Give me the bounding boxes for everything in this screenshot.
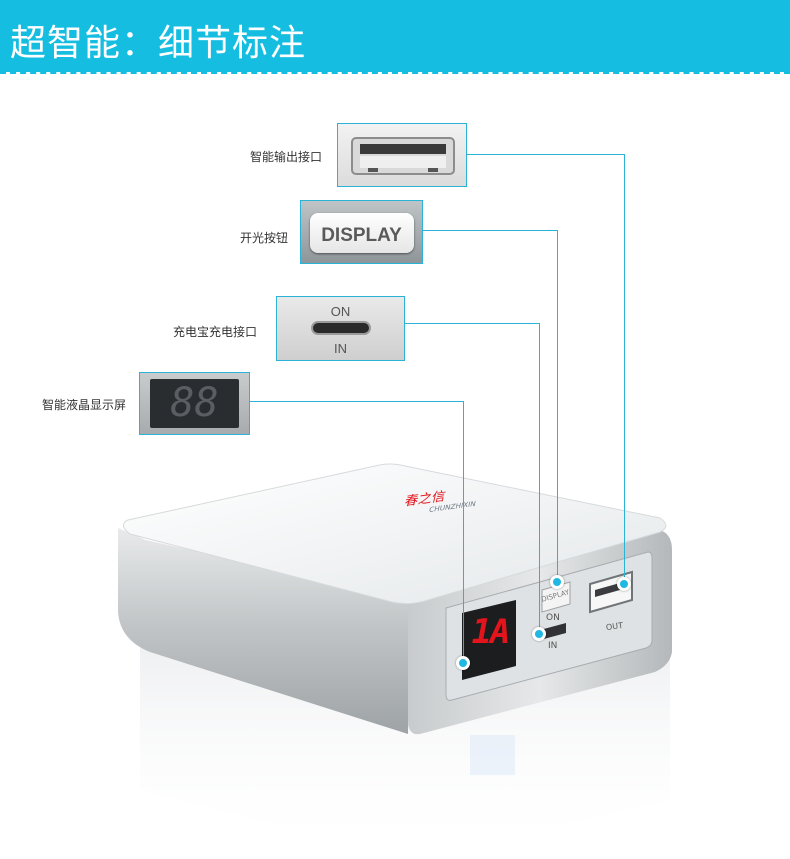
charging-port-thumbnail: ON IN — [276, 296, 405, 361]
callout-dot-charging-port — [532, 627, 546, 641]
callout-dot-power-button — [550, 575, 564, 589]
product-left-side — [118, 528, 410, 734]
callout-dot-led-screen — [456, 656, 470, 670]
callout-label-led-screen: 智能液晶显示屏 — [42, 398, 127, 412]
display-button-text: DISPLAY — [321, 225, 402, 246]
header-banner: 超智能：细节标注 — [0, 0, 790, 72]
product-on-label: ON — [546, 613, 560, 623]
micro-usb-port-icon — [311, 321, 371, 335]
product-micro-usb-port — [540, 623, 566, 640]
callout-label-output-port: 智能输出接口 — [250, 150, 323, 164]
product-led-reading: 1A — [471, 612, 511, 652]
leader-output-port-v — [624, 154, 625, 584]
callout-dot-output-port — [617, 577, 631, 591]
led-screen-thumbnail: 88 — [139, 372, 250, 435]
leader-led-screen-v — [463, 401, 464, 663]
charging-port-on-label: ON — [330, 304, 351, 319]
leader-charging-port-v — [539, 323, 540, 634]
header-divider — [0, 72, 790, 74]
leader-power-button-v — [557, 230, 558, 582]
led-display-icon — [150, 379, 239, 428]
led-screen-digits: 88 — [170, 380, 219, 426]
product-top-surface — [123, 463, 667, 605]
product-led-window — [462, 600, 516, 680]
reflection-display — [470, 735, 515, 775]
callout-label-power-button: 开光按钮 — [240, 231, 289, 245]
output-port-thumbnail — [337, 123, 467, 187]
page-title: 超智能：细节标注 — [10, 23, 307, 64]
usb-port-icon — [351, 137, 455, 175]
display-button-icon — [310, 213, 414, 253]
charging-port-in-label: IN — [334, 341, 347, 356]
leader-led-screen-h — [250, 401, 464, 402]
product-in-label: IN — [548, 641, 558, 651]
power-button-thumbnail: DISPLAY — [300, 200, 423, 264]
callout-label-charging-port: 充电宝充电接口 — [173, 325, 258, 339]
leader-output-port-h — [467, 154, 625, 155]
leader-power-button-h — [423, 230, 558, 231]
leader-charging-port-h — [405, 323, 540, 324]
